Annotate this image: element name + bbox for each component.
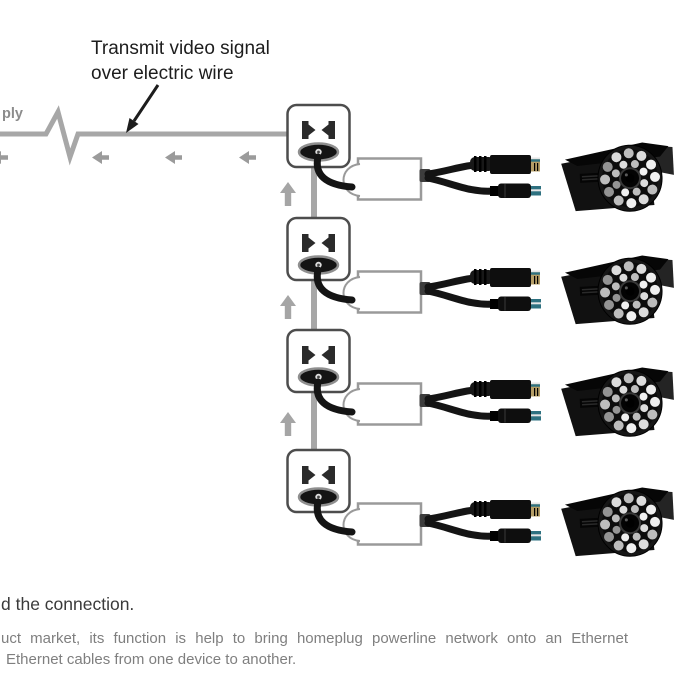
ethernet-connector — [470, 500, 540, 519]
security-camera — [559, 139, 677, 216]
footer-heading: d the connection. — [1, 594, 135, 614]
dc-power-connector — [490, 408, 541, 423]
powerline-adapter — [342, 502, 432, 546]
camera-connection-row-1 — [286, 103, 677, 216]
dc-power-connector — [490, 183, 541, 198]
dc-cable — [428, 403, 494, 416]
ethernet-connector — [470, 380, 540, 399]
camera-connection-row-3 — [286, 328, 677, 441]
powerline-adapter — [342, 382, 432, 426]
ethernet-connector — [470, 155, 540, 174]
annotation-line1: Transmit video signal — [91, 38, 270, 59]
footer-body-line1: uct market, its function is help to brin… — [1, 630, 628, 647]
annotation-text: Transmit video signal over electric wire — [91, 36, 270, 86]
footer-body-line2: Ethernet cables from one device to anoth… — [6, 651, 297, 668]
flow-left-arrow-icon — [0, 151, 8, 164]
electric-wire — [0, 105, 290, 166]
flow-up-arrow-icon — [280, 182, 296, 206]
dc-cable — [428, 523, 494, 536]
flow-up-arrow-icon — [280, 295, 296, 319]
dc-power-connector — [490, 528, 541, 543]
power-supply-label: ply — [2, 106, 23, 122]
security-camera — [559, 364, 677, 441]
ethernet-connector — [470, 268, 540, 287]
annotation-arrowhead-icon — [126, 118, 139, 133]
annotation-arrow-icon — [132, 84, 160, 122]
flow-left-arrow-icon — [92, 151, 109, 164]
dc-cable — [428, 178, 494, 191]
dc-cable — [428, 291, 494, 304]
powerline-adapter — [342, 270, 432, 314]
camera-connection-row-2 — [286, 216, 677, 329]
security-camera — [559, 252, 677, 329]
annotation-line2: over electric wire — [91, 63, 234, 84]
flow-up-arrow-icon — [280, 412, 296, 436]
flow-left-arrow-icon — [165, 151, 182, 164]
dc-power-connector — [490, 296, 541, 311]
flow-left-arrow-icon — [239, 151, 256, 164]
camera-connection-row-4 — [286, 448, 677, 561]
security-camera — [559, 484, 677, 561]
powerline-adapter — [342, 157, 432, 201]
